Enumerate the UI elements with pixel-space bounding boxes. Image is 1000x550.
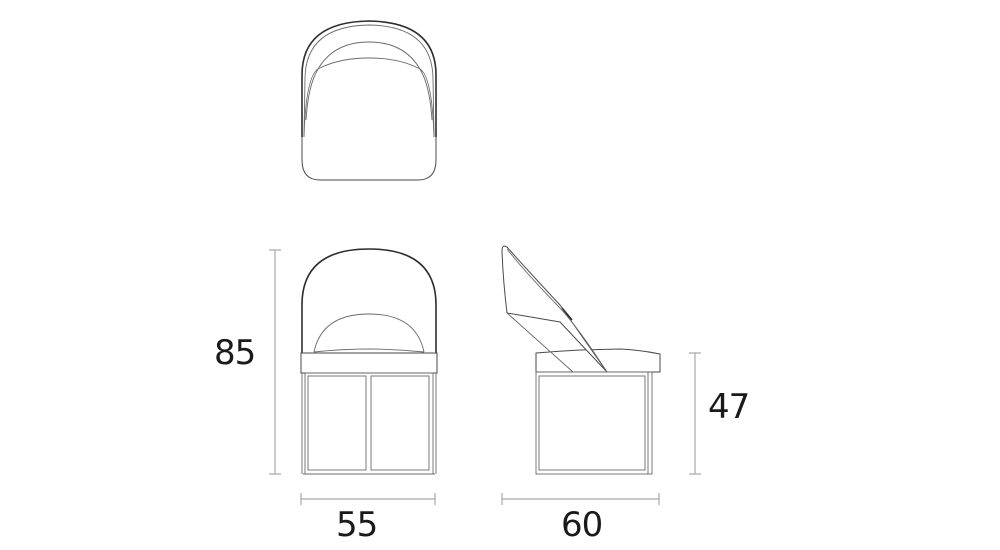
front-view [300, 248, 438, 475]
width-dimension-label: 55 [336, 505, 378, 545]
depth-dimension-label: 60 [561, 505, 603, 545]
height-dimension-label: 85 [214, 333, 256, 373]
side-view [501, 245, 661, 475]
seat-height-dimension-label: 47 [708, 387, 750, 427]
top-view [301, 20, 437, 181]
dimension-lines [269, 249, 701, 505]
